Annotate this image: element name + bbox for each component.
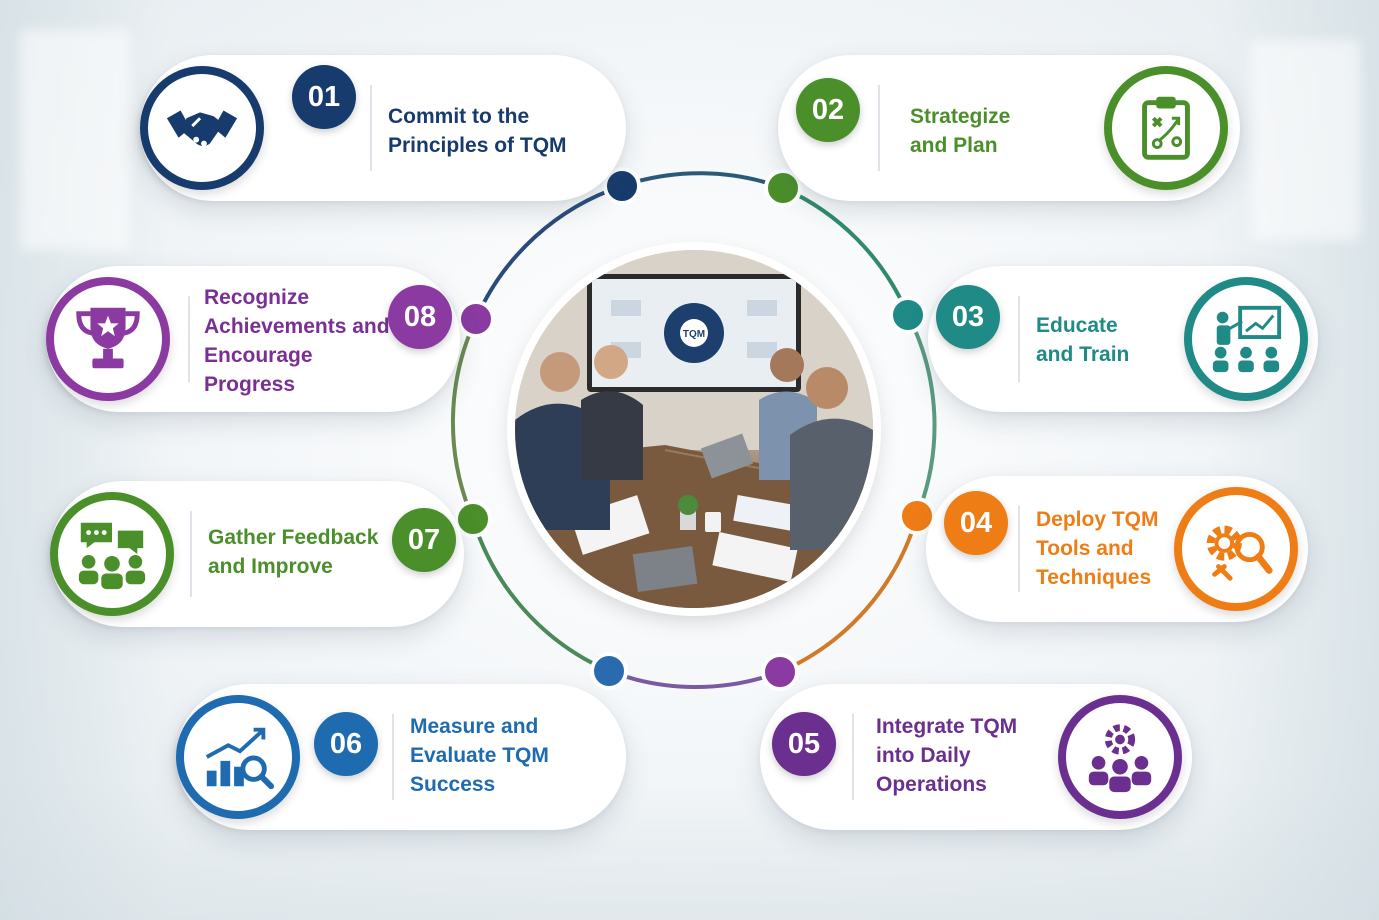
step-03-label: Educate and Train [1036, 314, 1130, 366]
step-02-divider [878, 85, 880, 171]
trophy-icon [76, 307, 140, 369]
step-05-icon-circle [1058, 695, 1182, 819]
ring-arc-3 [906, 314, 937, 517]
step-card-08: Recognize Achievements and Encourage Pro… [46, 266, 460, 412]
step-card-03: 03 Educate and Train [928, 266, 1318, 412]
step-05-divider [852, 714, 854, 800]
step-07-icon-circle [50, 492, 174, 616]
step-03-icon-circle [1184, 277, 1308, 401]
step-01-number: 01 [292, 65, 356, 129]
screen-tqm-text: TQM [683, 329, 705, 340]
ring-arc-8 [474, 184, 623, 320]
step-03-number: 03 [936, 285, 1000, 349]
ring-dot-1 [603, 167, 641, 205]
step-07-label: Gather Feedback and Improve [208, 526, 379, 578]
step-02-icon-circle [1104, 66, 1228, 190]
ring-arc-5 [608, 669, 781, 690]
ring-arc-7 [450, 318, 478, 520]
gear-magnifier-icon [1206, 525, 1273, 581]
step-01-icon-circle [140, 66, 264, 190]
step-card-05: 05 Integrate TQM into Daily Operations [760, 684, 1192, 830]
step-06-divider [392, 714, 394, 800]
step-card-06: 06 Measure and Evaluate TQM Success [176, 684, 626, 830]
chart-magnifier-icon [205, 727, 275, 790]
step-07-number: 07 [392, 508, 456, 572]
team-gear-icon [1088, 724, 1152, 793]
ring-dot-7 [454, 500, 492, 538]
ring-arc-6 [471, 518, 610, 673]
step-04-divider [1018, 506, 1020, 592]
step-07-divider [190, 511, 192, 597]
step-04-number: 04 [944, 491, 1008, 555]
handshake-icon [166, 110, 238, 147]
team-meeting-photo: TQM [515, 250, 873, 608]
step-08-divider [188, 296, 190, 382]
step-02-label: Strategize and Plan [910, 105, 1011, 157]
step-card-04: 04 Deploy TQM Tools and Techniques [926, 476, 1308, 622]
step-08-number: 08 [388, 285, 452, 349]
ring-dot-2 [764, 169, 802, 207]
step-08-icon-circle [46, 277, 170, 401]
step-card-07: Gather Feedback and Improve 07 [50, 481, 464, 627]
ring-arc-2 [782, 186, 910, 316]
ring-dot-3 [889, 296, 927, 334]
strategy-clipboard-icon [1142, 96, 1190, 160]
ring-dot-6 [590, 652, 628, 690]
ring-arc-1 [621, 171, 784, 190]
step-06-label: Measure and Evaluate TQM Success [410, 715, 549, 796]
step-card-01: 01 Commit to the Principles of TQM [140, 55, 626, 201]
step-card-02: 02 Strategize and Plan [778, 55, 1240, 201]
step-05-number: 05 [772, 712, 836, 776]
training-presentation-icon [1212, 305, 1282, 373]
step-01-divider [370, 85, 372, 171]
step-08-label: Recognize Achievements and Encourage Pro… [204, 286, 390, 396]
step-03-divider [1018, 296, 1020, 382]
ring-dot-5 [761, 653, 799, 691]
feedback-group-icon [78, 522, 146, 590]
ring-arc-4 [779, 515, 919, 674]
step-02-number: 02 [796, 78, 860, 142]
step-01-label: Commit to the Principles of TQM [388, 105, 567, 157]
step-06-icon-circle [176, 695, 300, 819]
step-06-number: 06 [314, 712, 378, 776]
background-window [1250, 40, 1360, 240]
step-04-label: Deploy TQM Tools and Techniques [1036, 508, 1159, 589]
step-04-icon-circle [1174, 487, 1298, 611]
background-window [20, 30, 130, 250]
step-05-label: Integrate TQM into Daily Operations [876, 715, 1018, 796]
ring-dot-8 [457, 300, 495, 338]
